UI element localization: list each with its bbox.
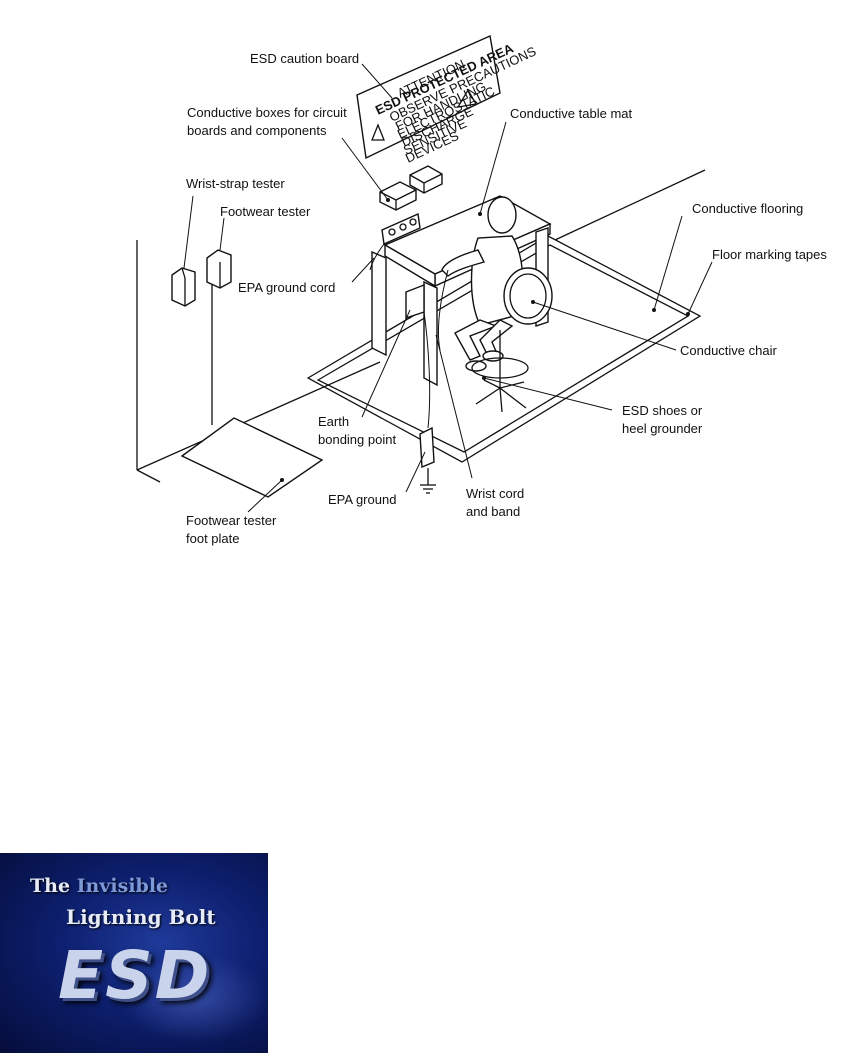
label-foot-plate-1: Footwear tester xyxy=(186,513,277,528)
label-earth-bonding-1: Earth xyxy=(318,414,349,429)
label-table-mat: Conductive table mat xyxy=(510,106,633,121)
label-conductive-chair: Conductive chair xyxy=(680,343,777,358)
label-earth-bonding-2: bonding point xyxy=(318,432,396,447)
label-epa-ground: EPA ground xyxy=(328,492,396,507)
banner-line1: The Invisible xyxy=(30,875,168,897)
label-footwear-tester: Footwear tester xyxy=(220,204,311,219)
footwear-tester xyxy=(206,249,232,289)
label-foot-plate-2: foot plate xyxy=(186,531,240,546)
label-conductive-boxes-2: boards and components xyxy=(187,123,327,138)
label-wrist-strap-tester: Wrist-strap tester xyxy=(186,176,285,191)
label-esd-shoes-1: ESD shoes or xyxy=(622,403,703,418)
label-floor-marking-tapes: Floor marking tapes xyxy=(712,247,827,262)
conductive-boxes xyxy=(379,165,443,211)
esd-title-banner: The Invisible Ligtning Bolt ESD xyxy=(0,853,268,1053)
banner-the: The xyxy=(30,875,71,897)
banner-esd: ESD xyxy=(58,937,212,1014)
room-outline xyxy=(136,169,706,483)
wrist-strap-tester xyxy=(171,267,196,307)
label-conductive-boxes-1: Conductive boxes for circuit xyxy=(187,105,347,120)
banner-invisible: Invisible xyxy=(76,875,169,897)
footwear-tester-plate xyxy=(180,417,324,498)
label-esd-shoes-2: heel grounder xyxy=(622,421,703,436)
label-conductive-flooring: Conductive flooring xyxy=(692,201,803,216)
esd-workstation-diagram: ATTENTION ESD PROTECTED AREA OBSERVE PRE… xyxy=(136,34,827,546)
epa-ground-post xyxy=(419,426,436,494)
ground-cords xyxy=(369,243,449,429)
banner-glow xyxy=(120,953,268,1043)
label-caution-board: ESD caution board xyxy=(250,51,359,66)
label-wrist-cord-2: and band xyxy=(466,504,520,519)
banner-line2: Ligtning Bolt xyxy=(66,905,216,929)
esd-caution-board: ATTENTION ESD PROTECTED AREA OBSERVE PRE… xyxy=(356,34,539,166)
label-wrist-cord-1: Wrist cord xyxy=(466,486,524,501)
conductive-chair xyxy=(471,267,553,413)
label-epa-ground-cord: EPA ground cord xyxy=(238,280,335,295)
leader-lines xyxy=(183,63,713,513)
